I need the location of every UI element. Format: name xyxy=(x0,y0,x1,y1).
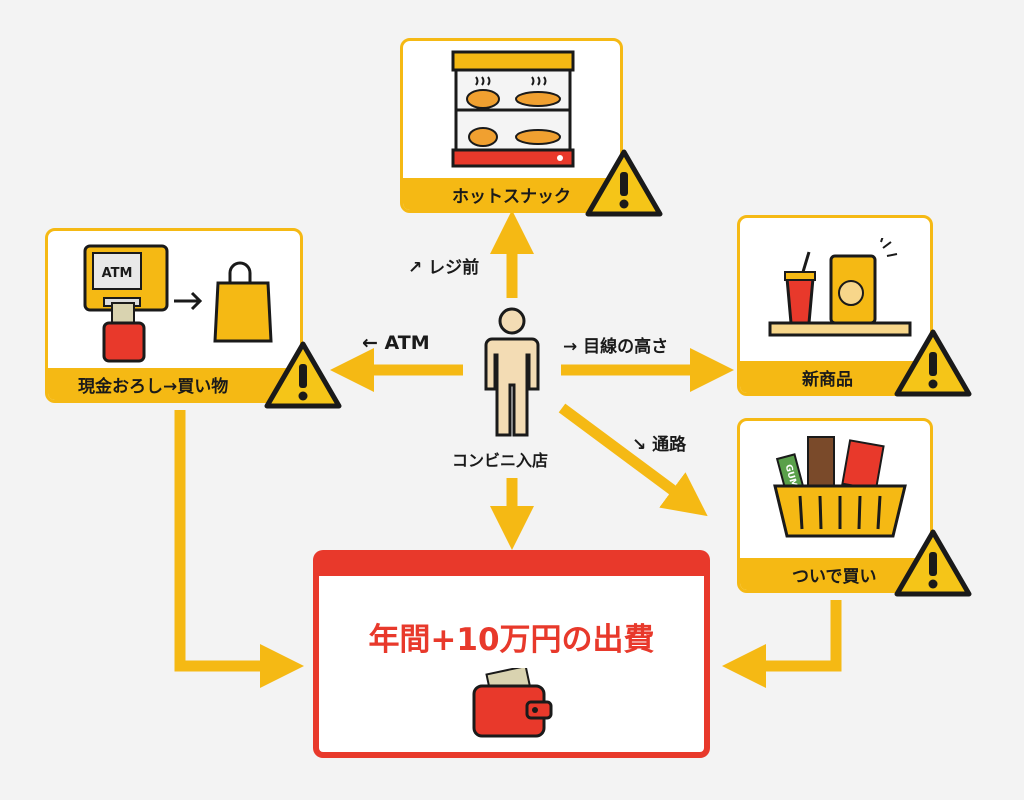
card-label: 現金おろし→買い物 xyxy=(48,368,300,400)
hot-snack-case-icon xyxy=(451,50,575,168)
path-label-right: → 目線の高さ xyxy=(563,337,669,357)
warning-icon xyxy=(585,149,663,217)
path-label-left: ← ATM xyxy=(362,332,430,354)
warning-icon xyxy=(264,341,342,409)
card-new-product: 新商品 xyxy=(737,215,933,396)
warning-icon xyxy=(894,529,972,597)
shopping-basket-icon: GUM xyxy=(773,436,907,538)
card-label: ついで買い xyxy=(740,558,930,590)
wallet-icon xyxy=(472,668,553,738)
result-title: 年間+10万円の出費 xyxy=(368,622,655,658)
arrow-diag xyxy=(558,403,708,517)
center-label: コンビニ入店 xyxy=(452,451,549,470)
card-atm: ATM 現金おろし→買い物 xyxy=(45,228,303,403)
person-icon xyxy=(484,307,540,437)
result-box: 年間+10万円の出費 xyxy=(313,550,710,758)
arrow-atm-to-result xyxy=(174,410,304,688)
card-label: ホットスナック xyxy=(403,178,620,210)
warning-icon xyxy=(894,329,972,397)
new-product-shelf-icon xyxy=(768,238,912,337)
path-label-diag: ↘ 通路 xyxy=(632,435,687,455)
atm-screen-text: ATM xyxy=(102,266,133,281)
atm-wallet-bag-icon: ATM xyxy=(83,244,273,363)
card-hot-snack: ホットスナック xyxy=(400,38,623,213)
path-label-up: ↗ レジ前 xyxy=(408,258,480,278)
arrow-impulse-to-result xyxy=(722,600,842,688)
card-impulse-buy: GUM ついで買い xyxy=(737,418,933,593)
